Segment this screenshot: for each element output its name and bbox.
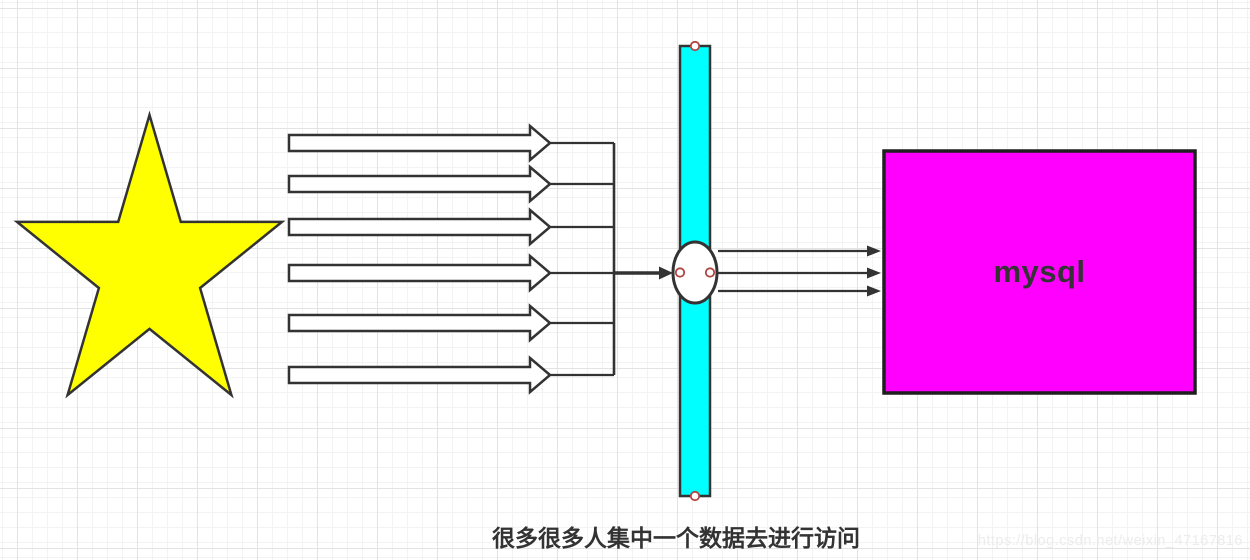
request-arrow-4 — [287, 253, 552, 293]
mysql-database-label: mysql — [993, 254, 1086, 289]
csdn-watermark: https://blog.csdn.net/weixin_47167816 — [977, 533, 1243, 549]
db-arrow-head-3 — [867, 285, 881, 297]
connection-point-top — [689, 40, 701, 52]
request-arrow-2 — [287, 164, 552, 204]
bottleneck-input-arrowhead — [659, 266, 673, 280]
request-arrow-5 — [287, 303, 552, 343]
request-arrow-1 — [287, 123, 552, 163]
connection-point-right — [704, 267, 716, 278]
db-arrow-head-2 — [867, 267, 881, 279]
request-arrow-3 — [287, 207, 552, 247]
mysql-database-box — [882, 149, 1197, 395]
star-shape — [13, 110, 286, 399]
diagram-caption: 很多很多人集中一个数据去进行访问 — [492, 525, 860, 551]
request-arrow-6 — [287, 355, 552, 395]
db-arrow-head-1 — [867, 245, 881, 257]
connection-point-left — [674, 267, 686, 278]
connection-point-bottom — [689, 490, 701, 502]
